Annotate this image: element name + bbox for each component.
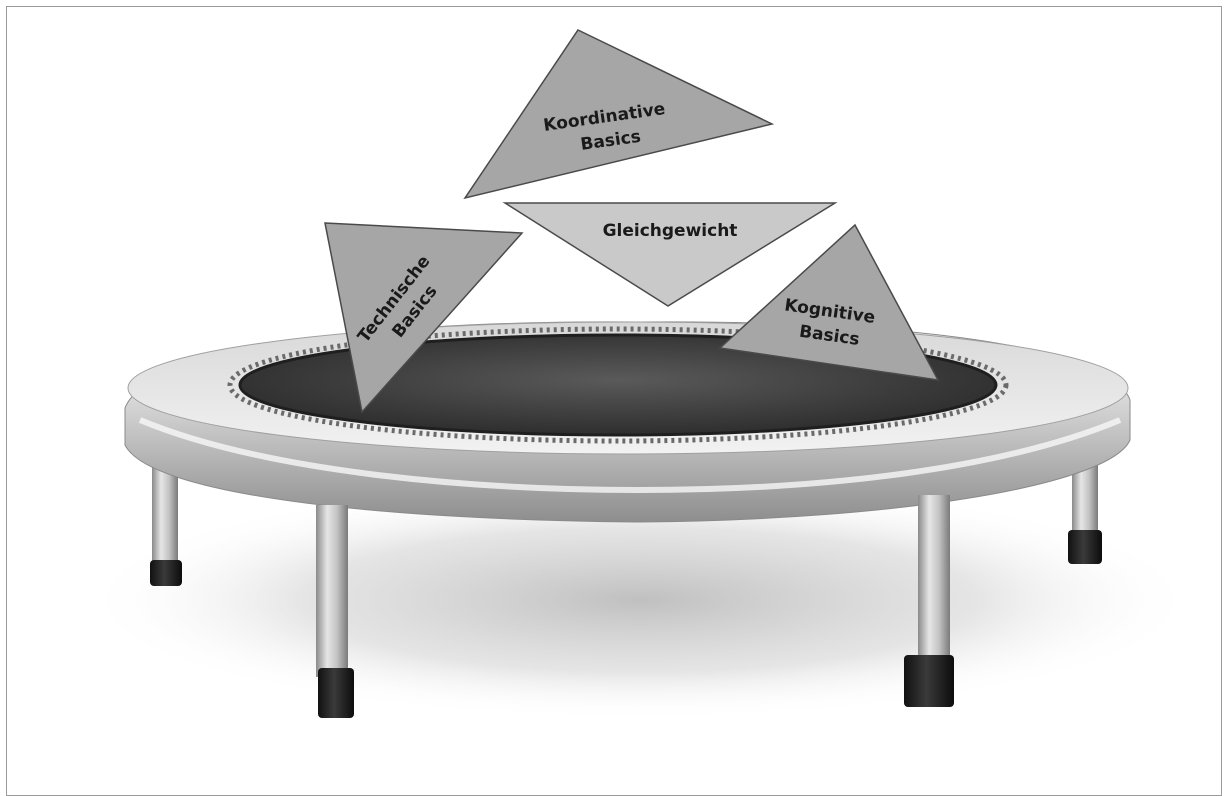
front-right-leg [904,495,954,707]
rim-highlight [138,417,1122,494]
triangle-koordinative-basics: Koordinative Basics [463,29,775,200]
triangle-kognitive-basics: Kognitive Basics [718,223,940,381]
triangle-technische-basics: Technische Basics [324,222,524,414]
label-gleichgewicht: Gleichgewicht [603,221,738,241]
elastic-bands [227,326,1009,444]
triangle-gleichgewicht: Gleichgewicht [502,202,838,307]
front-left-leg [316,505,354,718]
